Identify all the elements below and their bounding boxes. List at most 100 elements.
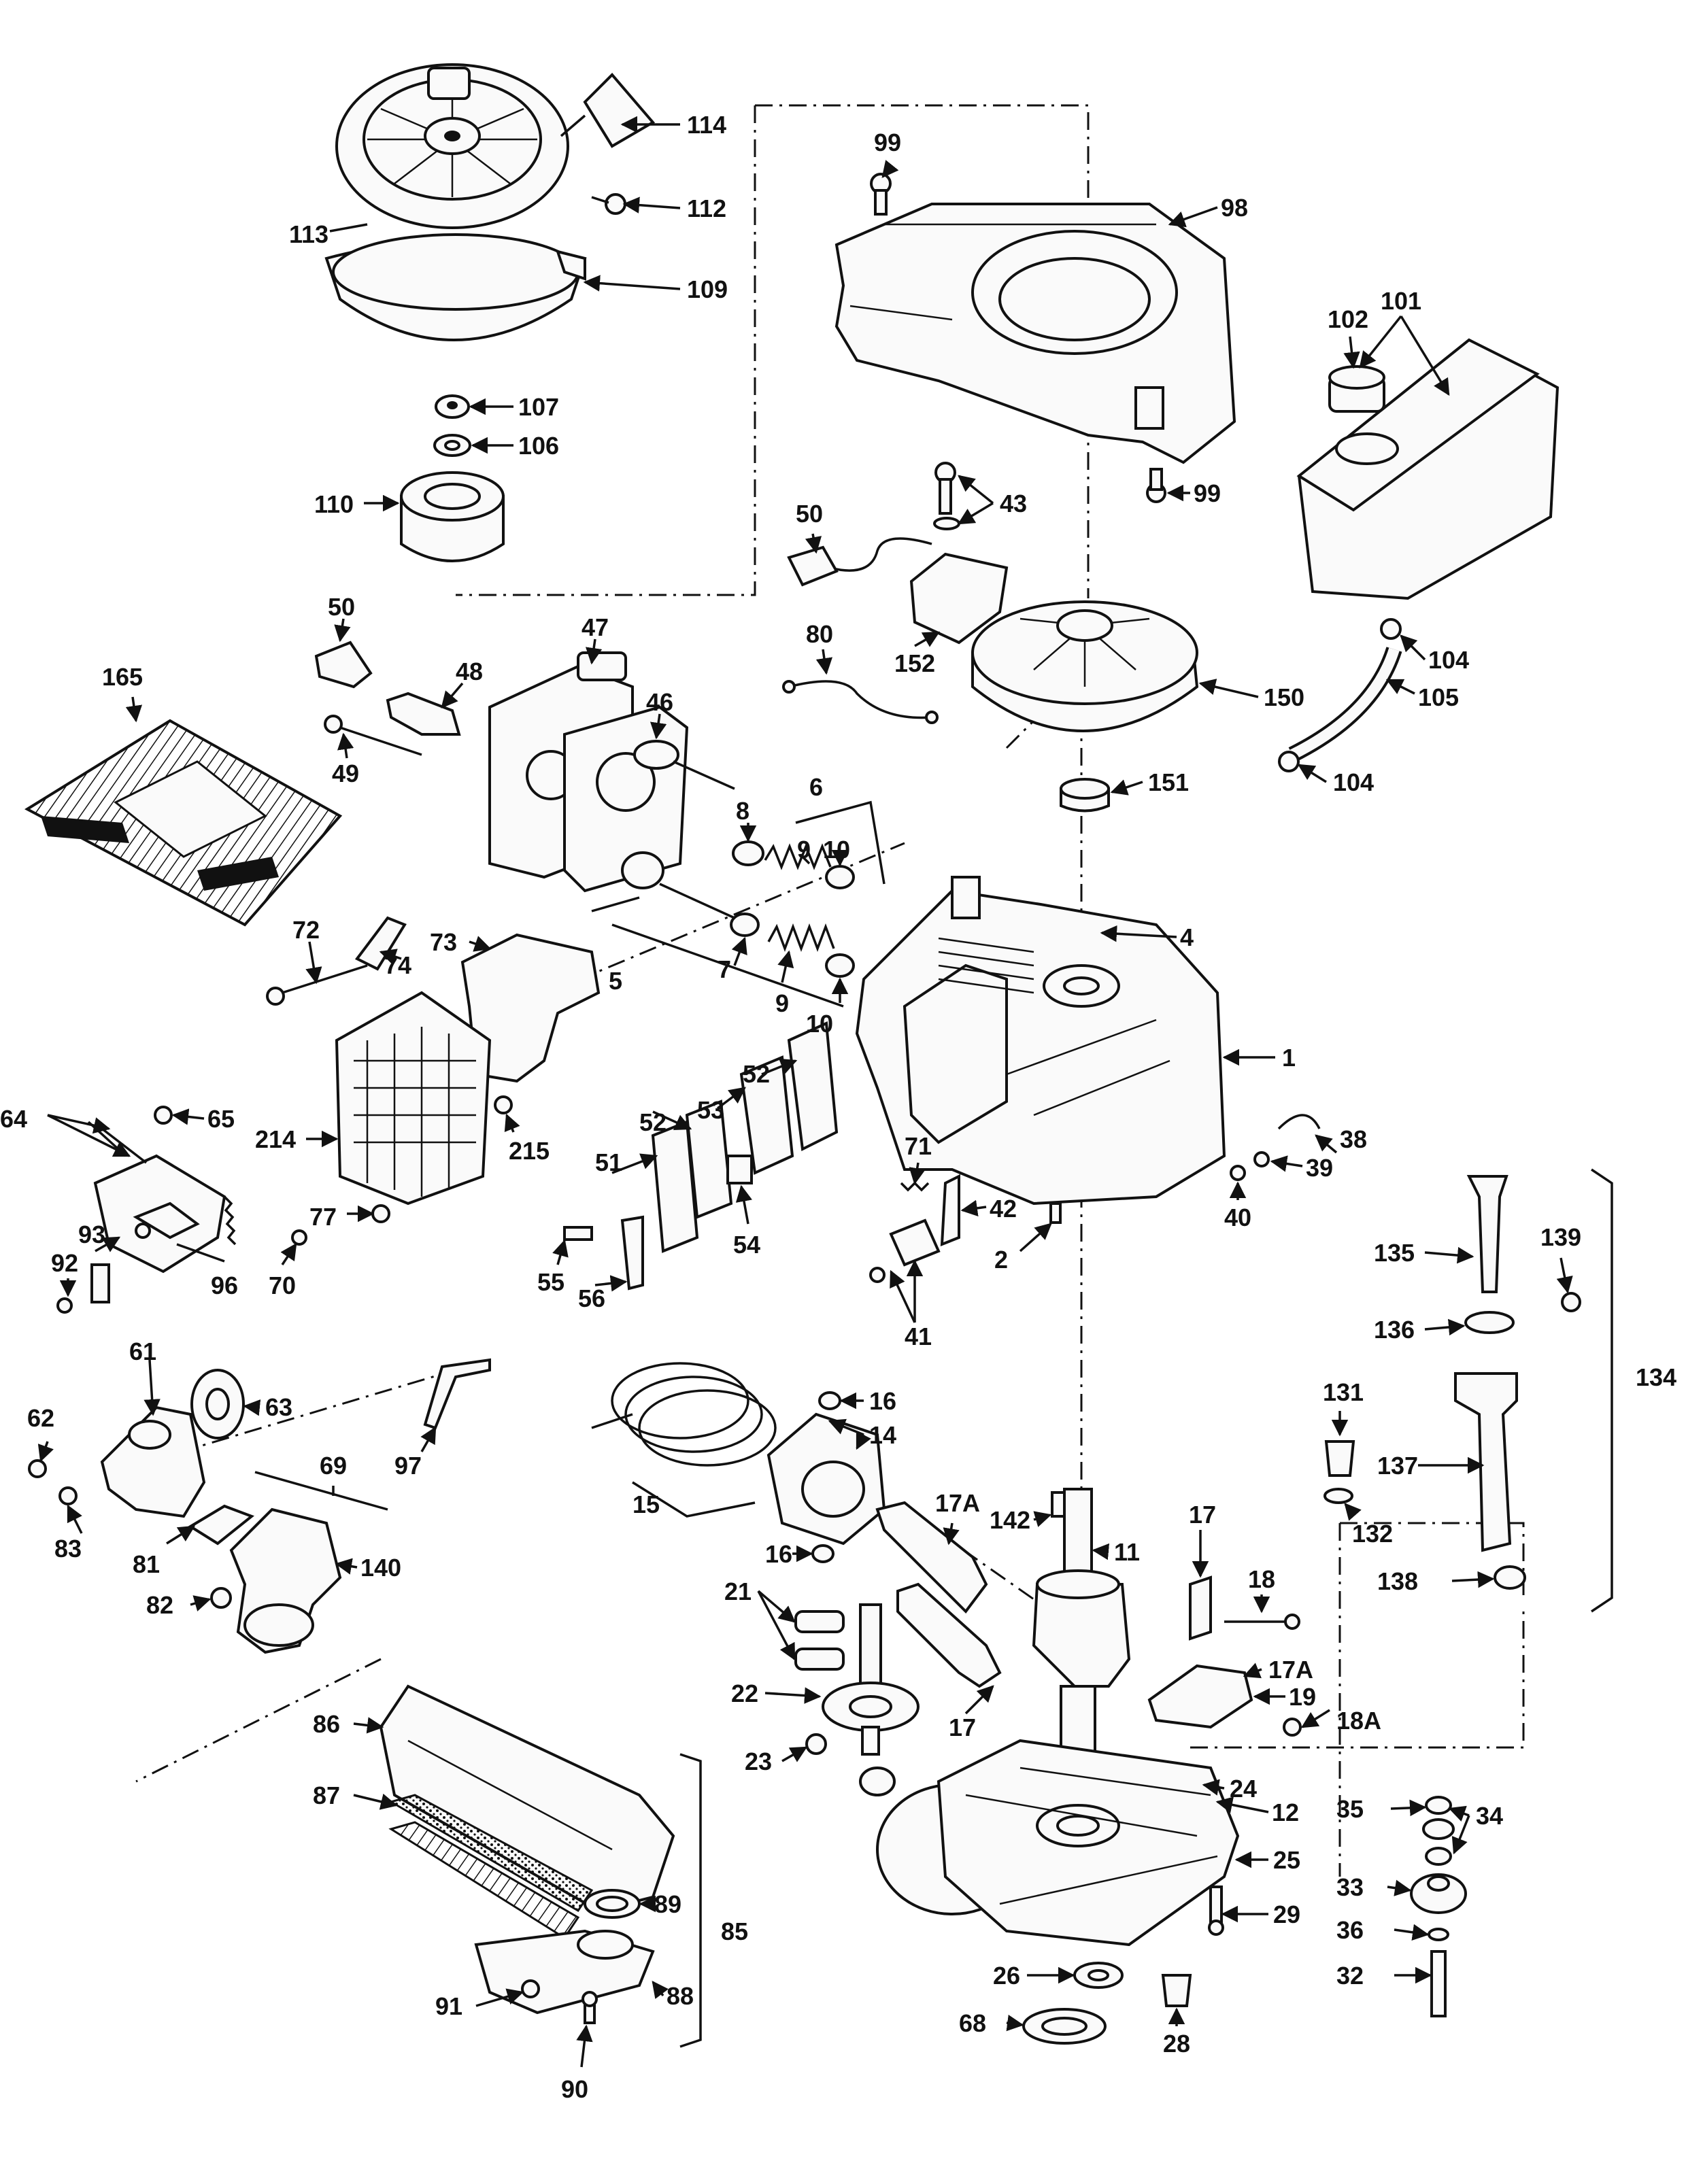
lever-92 <box>56 1263 110 1314</box>
label-86: 86 <box>313 1710 340 1738</box>
label-17A-upper: 17A <box>935 1489 980 1517</box>
label-55: 55 <box>537 1268 564 1296</box>
spring-70 <box>223 1195 307 1246</box>
label-102: 102 <box>1328 305 1368 333</box>
washer-36 <box>1428 1928 1449 1941</box>
bolt-72 <box>266 964 368 1006</box>
retainer-10-lower <box>825 953 855 978</box>
label-90: 90 <box>561 2075 588 2103</box>
screw-43 <box>933 462 960 530</box>
bolt-18A <box>1283 1718 1302 1737</box>
drain-plug-28 <box>1161 1974 1192 2007</box>
label-50-lower: 50 <box>328 593 355 621</box>
oil-fill-38 <box>1277 1114 1321 1130</box>
label-34: 34 <box>1476 1802 1503 1830</box>
label-24: 24 <box>1230 1775 1257 1803</box>
label-64: 64 <box>0 1105 27 1133</box>
bushing-23 <box>805 1733 896 1796</box>
label-132: 132 <box>1352 1520 1393 1548</box>
label-10-lower: 10 <box>806 1010 833 1038</box>
clamp-41 <box>869 1218 941 1283</box>
label-214: 214 <box>255 1125 296 1153</box>
gasket-81 <box>188 1504 254 1546</box>
shaft-32 <box>1430 1950 1447 2017</box>
label-142: 142 <box>990 1506 1030 1534</box>
valve-5 <box>621 851 735 919</box>
screw-39 <box>1253 1151 1270 1167</box>
label-4: 4 <box>1180 923 1194 951</box>
label-1: 1 <box>1282 1044 1296 1072</box>
label-87: 87 <box>313 1781 340 1809</box>
label-50-upper: 50 <box>796 500 823 528</box>
part-labels: 114 112 113 109 107 106 110 99 98 99 101… <box>0 111 1676 2103</box>
label-88: 88 <box>667 1982 694 2010</box>
muffler-214 <box>335 991 492 1206</box>
label-53: 53 <box>697 1096 724 1124</box>
label-22: 22 <box>731 1679 758 1707</box>
label-112: 112 <box>687 194 726 222</box>
label-35: 35 <box>1336 1795 1364 1823</box>
leader-lines <box>37 116 1573 2068</box>
label-29: 29 <box>1273 1900 1300 1928</box>
spark-plug-48 <box>386 692 461 736</box>
starter-cup-110 <box>400 471 505 562</box>
label-18A: 18A <box>1336 1707 1381 1735</box>
connecting-rod-17 <box>896 1582 1002 1688</box>
starter-housing-113 <box>335 63 569 229</box>
label-56: 56 <box>578 1284 605 1312</box>
label-62: 62 <box>27 1404 54 1432</box>
label-15: 15 <box>633 1490 660 1518</box>
retainer-10-upper <box>825 865 855 889</box>
label-69: 69 <box>320 1452 347 1480</box>
label-65: 65 <box>207 1105 235 1133</box>
bracket-97 <box>423 1358 491 1430</box>
label-46: 46 <box>646 688 673 716</box>
filter-element-87 <box>388 1794 594 1940</box>
label-85: 85 <box>721 1917 748 1945</box>
label-14: 14 <box>869 1421 896 1449</box>
valve-spring-9-lower <box>767 923 835 952</box>
screw-99-bottom <box>1146 468 1166 503</box>
label-114: 114 <box>687 111 726 139</box>
breather-tube-56 <box>620 1215 644 1291</box>
label-21: 21 <box>724 1577 752 1605</box>
label-23: 23 <box>745 1747 772 1775</box>
label-134: 134 <box>1636 1363 1676 1391</box>
air-cleaner-base-88 <box>474 1929 655 2015</box>
label-151: 151 <box>1148 768 1189 796</box>
label-68: 68 <box>959 2009 986 2037</box>
label-138: 138 <box>1377 1567 1418 1595</box>
label-140: 140 <box>360 1554 401 1582</box>
label-215: 215 <box>509 1137 550 1165</box>
screw-91 <box>521 1979 540 1998</box>
bolt-18 <box>1224 1614 1300 1630</box>
label-91: 91 <box>435 1992 462 2020</box>
label-77: 77 <box>309 1203 337 1231</box>
label-18: 18 <box>1248 1565 1275 1593</box>
label-83: 83 <box>54 1535 82 1563</box>
piston-14 <box>766 1412 886 1546</box>
label-101: 101 <box>1381 287 1421 315</box>
oil-plug-131 <box>1324 1440 1355 1477</box>
label-38: 38 <box>1340 1125 1367 1153</box>
label-19: 19 <box>1289 1683 1316 1711</box>
label-33: 33 <box>1336 1873 1364 1901</box>
governor-lever-42 <box>940 1174 960 1247</box>
dipstick-135 <box>1466 1175 1508 1293</box>
label-99-top: 99 <box>874 129 901 156</box>
gasket-set-165 <box>24 719 343 927</box>
label-96: 96 <box>211 1272 238 1299</box>
label-131: 131 <box>1323 1378 1364 1406</box>
nut-82 <box>210 1587 232 1609</box>
label-71: 71 <box>905 1132 932 1160</box>
intake-elbow-61 <box>100 1405 206 1518</box>
breather-cover-52-upper <box>787 1021 839 1152</box>
governor-parts-34 <box>1422 1796 1455 1866</box>
fuel-tank-101 <box>1296 338 1559 600</box>
label-47: 47 <box>581 613 609 641</box>
label-17-center: 17 <box>949 1713 976 1741</box>
label-48: 48 <box>456 658 483 685</box>
clip-16-lower <box>811 1544 834 1563</box>
label-139: 139 <box>1540 1223 1581 1251</box>
engine-block-1 <box>855 876 1226 1206</box>
